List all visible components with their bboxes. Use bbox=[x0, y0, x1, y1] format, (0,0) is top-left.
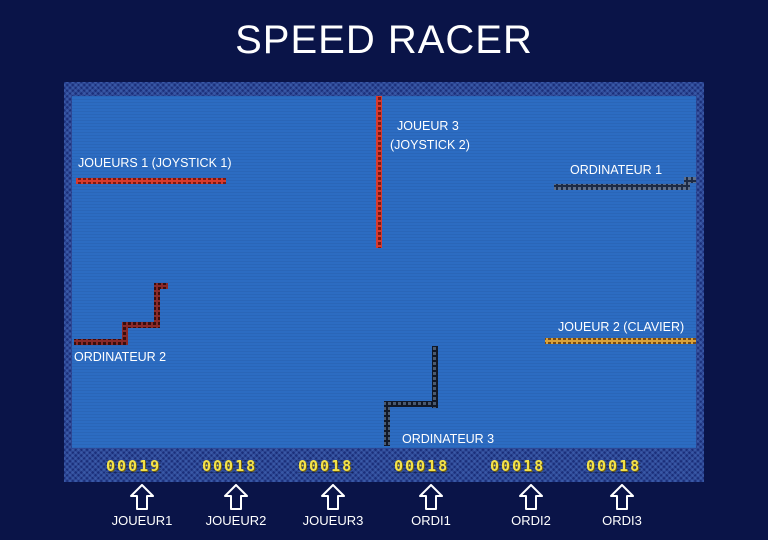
up-arrow-icon bbox=[224, 484, 248, 510]
label-computer3: ORDINATEUR 3 bbox=[402, 432, 495, 446]
up-arrow-icon bbox=[519, 484, 543, 510]
label-player1: JOUEURS 1 (JOYSTICK 1) bbox=[78, 156, 232, 170]
score-joueur3: 00018 bbox=[298, 457, 354, 475]
game-title: SPEED RACER bbox=[235, 18, 533, 62]
trail-player3 bbox=[376, 96, 382, 248]
label-player2: JOUEUR 2 (CLAVIER) bbox=[558, 320, 685, 334]
trail-player1 bbox=[76, 178, 226, 184]
arrow-label-joueur1: JOUEUR1 bbox=[111, 513, 173, 528]
up-arrow-icon bbox=[130, 484, 154, 510]
arrow-label-ordi3: ORDI3 bbox=[602, 513, 642, 528]
trail-canvas bbox=[74, 96, 696, 446]
score-joueur1: 00019 bbox=[106, 457, 162, 475]
up-arrow-icon bbox=[419, 484, 443, 510]
up-arrow-icon bbox=[610, 484, 634, 510]
arrow-label-joueur2: JOUEUR2 bbox=[205, 513, 267, 528]
arrow-label-joueur3: JOUEUR3 bbox=[302, 513, 364, 528]
label-player3-line2: (JOYSTICK 2) bbox=[390, 138, 470, 152]
game-frame: JOUEURS 1 (JOYSTICK 1) JOUEUR 3 (JOYSTIC… bbox=[64, 82, 704, 482]
score-strip: 00019 00018 00018 00018 00018 00018 bbox=[72, 452, 696, 478]
trail-player2 bbox=[545, 338, 696, 344]
label-computer1: ORDINATEUR 1 bbox=[570, 163, 663, 177]
up-arrow-icon bbox=[321, 484, 345, 510]
arrow-col-joueur2: JOUEUR2 bbox=[196, 484, 276, 528]
score-joueur2: 00018 bbox=[202, 457, 258, 475]
arrow-col-joueur3: JOUEUR3 bbox=[293, 484, 373, 528]
score-ordi3: 00018 bbox=[586, 457, 642, 475]
arrow-label-ordi2: ORDI2 bbox=[511, 513, 551, 528]
label-computer2: ORDINATEUR 2 bbox=[74, 350, 167, 364]
label-player3-line1: JOUEUR 3 bbox=[397, 119, 459, 133]
arrow-col-ordi2: ORDI2 bbox=[491, 484, 571, 528]
arrow-col-ordi3: ORDI3 bbox=[582, 484, 662, 528]
arrow-label-ordi1: ORDI1 bbox=[411, 513, 451, 528]
trail-computer1 bbox=[554, 177, 696, 190]
score-ordi1: 00018 bbox=[394, 457, 450, 475]
arrow-col-joueur1: JOUEUR1 bbox=[102, 484, 182, 528]
trail-computer2 bbox=[74, 283, 168, 345]
trail-computer3 bbox=[384, 346, 438, 446]
arrow-col-ordi1: ORDI1 bbox=[391, 484, 471, 528]
score-ordi2: 00018 bbox=[490, 457, 546, 475]
play-area: JOUEURS 1 (JOYSTICK 1) JOUEUR 3 (JOYSTIC… bbox=[72, 96, 696, 448]
